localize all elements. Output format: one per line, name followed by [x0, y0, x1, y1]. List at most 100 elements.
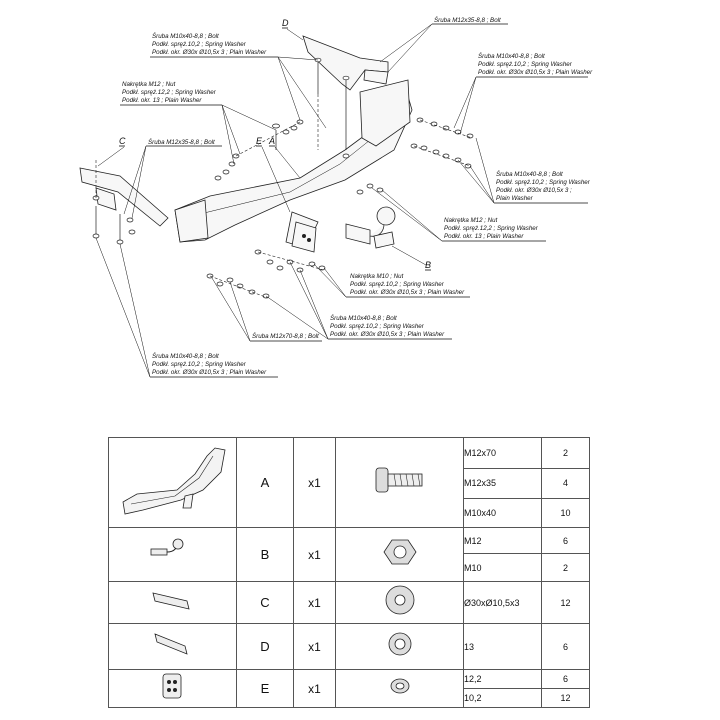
hw-qty-13: 6 [541, 623, 590, 670]
svg-text:Plain Washer: Plain Washer [496, 195, 534, 202]
letter-e: E [256, 136, 263, 146]
svg-text:Nakrętka M12 ; Nut: Nakrętka M12 ; Nut [444, 217, 498, 224]
callout-bolt-bottom-left: Śruba M10x40-8,8 ; Bolt Podkł. spręż.10,… [95, 237, 278, 378]
hw-qty-washer-30: 12 [541, 581, 590, 624]
hw-qty-12-2: 6 [541, 669, 590, 689]
svg-text:Śruba M12x35-8,8 ; Bolt: Śruba M12x35-8,8 ; Bolt [148, 139, 215, 146]
washer-icon [388, 632, 411, 656]
component-a-image [108, 437, 237, 528]
component-e-qty: x1 [293, 669, 336, 708]
svg-text:Podkł. spręż.10,2 ; Spring Was: Podkł. spręż.10,2 ; Spring Washer [330, 323, 425, 330]
callout-left-bolt-washers: Śruba M10x40-8,8 ; Bolt Podkł. spręż.10,… [150, 33, 327, 129]
component-e-letter: E [236, 669, 294, 708]
svg-text:Podkł. okr. 13 ; Plain Washer: Podkł. okr. 13 ; Plain Washer [122, 97, 202, 104]
svg-text:Podkł. okr. Ø30x Ø10,5x 3 ; Pl: Podkł. okr. Ø30x Ø10,5x 3 ; Plain Washer [478, 69, 593, 76]
svg-text:Śruba M10x40-8,8 ; Bolt: Śruba M10x40-8,8 ; Bolt [496, 171, 563, 178]
svg-text:Śruba M12x35-8,8 ; Bolt: Śruba M12x35-8,8 ; Bolt [434, 17, 501, 24]
hw-size-10-2: 10,2 [463, 688, 542, 708]
component-d-image [108, 623, 237, 670]
svg-text:Podkł. okr. Ø30x Ø10,5x 3 ; Pl: Podkł. okr. Ø30x Ø10,5x 3 ; Plain Washer [152, 369, 267, 376]
svg-text:Podkł. okr. Ø30x Ø10,5x 3 ; Pl: Podkł. okr. Ø30x Ø10,5x 3 ; Plain Washer [350, 289, 465, 296]
component-c-qty: x1 [293, 581, 336, 624]
parts-list-table: A x1 M12x70 2 M12x35 4 M10x40 10 B x1 [108, 437, 590, 708]
callout-left-nut: Nakrętka M12 ; Nut Podkł. spręż.12,2 ; S… [120, 81, 277, 165]
nut-image [335, 527, 464, 582]
hw-size-m12x70: M12x70 [463, 437, 542, 469]
part-d-bracket [302, 35, 389, 91]
letter-a: A [268, 136, 275, 146]
hw-size-m12: M12 [463, 527, 542, 554]
svg-text:Śruba M10x40-8,8 ; Bolt: Śruba M10x40-8,8 ; Bolt [152, 33, 219, 40]
svg-text:Podkł. spręż.10,2 ; Spring Was: Podkł. spręż.10,2 ; Spring Washer [350, 281, 445, 288]
svg-text:Śruba M10x40-8,8 ; Bolt: Śruba M10x40-8,8 ; Bolt [478, 53, 545, 60]
part-e-socket-plate [291, 221, 317, 253]
svg-text:Podkł. spręż.12,2 ; Spring Was: Podkł. spręż.12,2 ; Spring Washer [122, 89, 217, 96]
component-d-letter: D [236, 623, 294, 670]
callout-right-bolt-top: Śruba M10x40-8,8 ; Bolt Podkł. spręż.10,… [453, 53, 593, 135]
part-c-bracket [79, 167, 169, 227]
svg-text:Podkł. okr. Ø30x Ø10,5x 3 ; Pl: Podkł. okr. Ø30x Ø10,5x 3 ; Plain Washer [152, 49, 267, 56]
component-d-qty: x1 [293, 623, 336, 670]
letter-c: C [119, 136, 126, 146]
spring-washer-icon [390, 678, 409, 694]
svg-text:Podkł. okr. Ø30x Ø10,5x 3 ; Pl: Podkł. okr. Ø30x Ø10,5x 3 ; Plain Washer [330, 331, 445, 338]
hw-qty-m10: 2 [541, 553, 590, 582]
spring-washer-image [335, 669, 464, 708]
svg-text:Podkł. spręż.10,2 ; Spring Was: Podkł. spręż.10,2 ; Spring Washer [152, 361, 247, 368]
component-b-image [108, 527, 237, 582]
hw-size-13: 13 [463, 623, 542, 670]
svg-text:Podkł. spręż.10,2 ; Spring Was: Podkł. spręż.10,2 ; Spring Washer [478, 61, 573, 68]
svg-text:Śruba M10x40-8,8 ; Bolt: Śruba M10x40-8,8 ; Bolt [152, 353, 219, 360]
component-c-image [108, 581, 237, 624]
callout-nut-m10: Nakrętka M10 ; Nut Podkł. spręż.10,2 ; S… [313, 263, 470, 298]
fastener-group [92, 57, 474, 299]
svg-text:Nakrętka M12 ; Nut: Nakrętka M12 ; Nut [122, 81, 176, 88]
assembly-dashed-lines [95, 94, 473, 299]
exploded-assembly-diagram: D C E A B Śruba M12x35-8,8 ; Bolt Śruba … [79, 17, 593, 378]
callout-right-bolt-mid: Śruba M10x40-8,8 ; Bolt Podkł. spręż.10,… [457, 137, 591, 204]
hw-qty-m12x35: 4 [541, 467, 590, 500]
crossbar-icon [122, 447, 226, 515]
socket-plate-icon [162, 673, 181, 699]
hw-size-washer-30: Ø30xØ10,5x3 [463, 581, 542, 624]
large-washer-image [335, 581, 464, 624]
hw-qty-10-2: 12 [541, 688, 590, 708]
callout-top-bolt-d: Śruba M12x35-8,8 ; Bolt [379, 17, 508, 73]
component-a-letter: A [236, 437, 294, 528]
nut-icon [383, 539, 416, 565]
svg-text:Śruba M12x70-8,8 ; Bolt: Śruba M12x70-8,8 ; Bolt [252, 333, 319, 340]
callout-bolt-bottom-mid: Śruba M10x40-8,8 ; Bolt Podkł. spręż.10,… [265, 261, 452, 340]
d-bracket-icon [153, 633, 188, 655]
callout-c-bolt: Śruba M12x35-8,8 ; Bolt [123, 139, 222, 219]
hw-qty-m12x70: 2 [541, 437, 590, 469]
hw-qty-m12: 6 [541, 527, 590, 554]
hw-size-m10x40: M10x40 [463, 498, 542, 528]
svg-text:Podkł. okr. 13 ; Plain Washer: Podkł. okr. 13 ; Plain Washer [444, 233, 524, 240]
bolt-icon [375, 467, 422, 493]
bolt-image [335, 437, 464, 528]
hw-size-m12x35: M12x35 [463, 467, 542, 500]
c-bracket-icon [151, 592, 190, 610]
part-b-towball [345, 206, 396, 249]
hw-size-m10: M10 [463, 553, 542, 582]
large-washer-icon [385, 585, 414, 615]
component-c-letter: C [236, 581, 294, 624]
towball-icon [150, 538, 183, 556]
svg-text:Podkł. spręż.10,2 ; Spring Was: Podkł. spręż.10,2 ; Spring Washer [496, 179, 591, 186]
svg-text:Nakrętka M10 ; Nut: Nakrętka M10 ; Nut [350, 273, 404, 280]
component-a-qty: x1 [293, 437, 336, 528]
component-e-image [108, 669, 237, 708]
letter-d: D [282, 18, 289, 28]
hw-qty-m10x40: 10 [541, 498, 590, 528]
component-b-qty: x1 [293, 527, 336, 582]
part-a-crossbar [174, 79, 413, 249]
washer-image [335, 623, 464, 670]
hw-size-12-2: 12,2 [463, 669, 542, 689]
svg-text:Śruba M10x40-8,8 ; Bolt: Śruba M10x40-8,8 ; Bolt [330, 315, 397, 322]
callout-bolt-m12x70: Śruba M12x70-8,8 ; Bolt [211, 277, 322, 342]
component-b-letter: B [236, 527, 294, 582]
svg-text:Podkł. okr. Ø30x Ø10,5x 3 ;: Podkł. okr. Ø30x Ø10,5x 3 ; [496, 187, 572, 194]
svg-text:Podkł. spręż.12,2 ; Spring Was: Podkł. spręż.12,2 ; Spring Washer [444, 225, 539, 232]
svg-text:Podkł. spręż.10,2 ; Spring Was: Podkł. spręż.10,2 ; Spring Washer [152, 41, 247, 48]
callout-right-nut: Nakrętka M12 ; Nut Podkł. spręż.12,2 ; S… [371, 187, 546, 242]
